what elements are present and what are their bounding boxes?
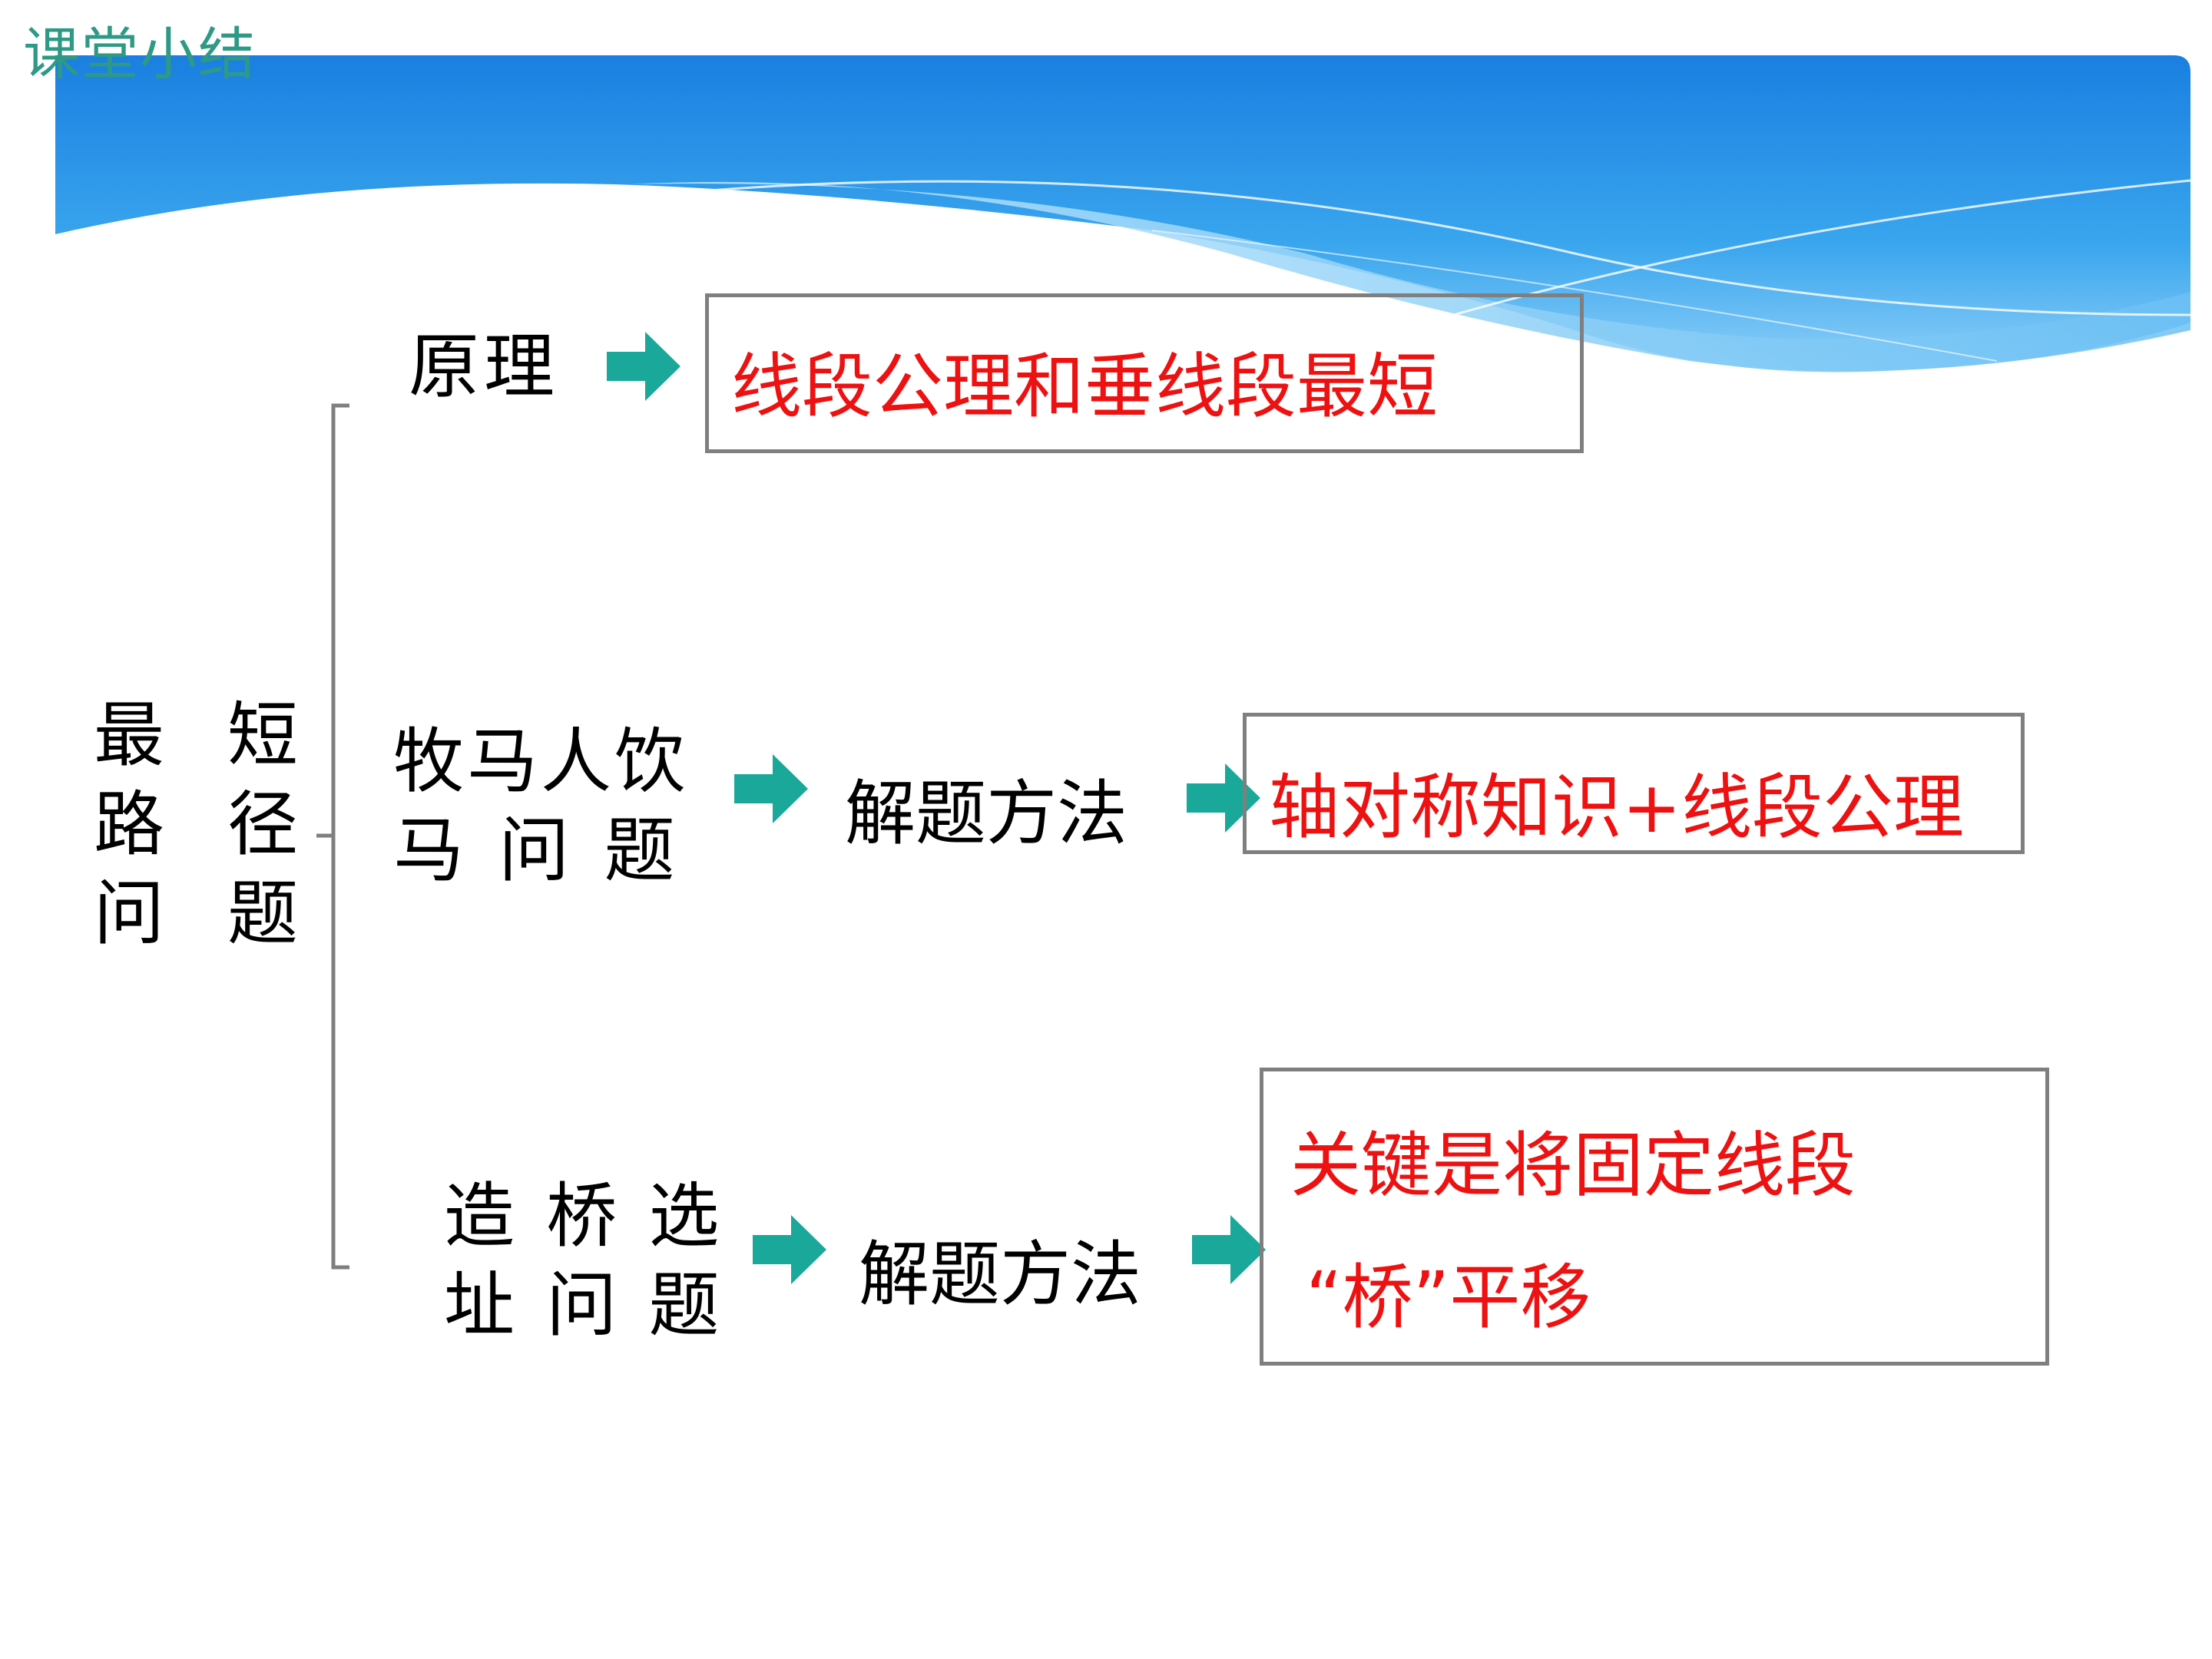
- root-label-col2: 短 径 题: [227, 691, 298, 959]
- root-char: 路: [94, 783, 165, 866]
- slide-title: 课堂小结: [23, 22, 257, 88]
- bridge-result-text-line2: “桥”平移: [1306, 1257, 1591, 1339]
- arrow-right-icon: [753, 1215, 826, 1284]
- root-label-col1: 最 路 问: [94, 691, 164, 959]
- principle-label: 原理: [409, 326, 560, 408]
- principle-result-box: [705, 293, 1584, 453]
- arrow-right-icon: [1187, 763, 1260, 833]
- arrow-right-icon: [734, 754, 808, 823]
- bridge-problem-label-line1: 造 桥 选: [444, 1175, 724, 1257]
- arrow-right-icon: [1192, 1215, 1266, 1284]
- arrow-right-icon: [607, 332, 680, 401]
- header-wave-banner: [55, 55, 2191, 373]
- principle-result-text: 线段公理和垂线段最短: [731, 346, 1439, 428]
- horse-method-label: 解题方法: [845, 773, 1128, 855]
- bridge-result-text-line1: 关键是将固定线段: [1290, 1124, 1856, 1207]
- horse-problem-label-line1: 牧马人饮: [393, 720, 689, 803]
- horse-result-text: 轴对称知识+线段公理: [1269, 767, 1965, 849]
- root-char: 径: [227, 783, 299, 866]
- root-char: 题: [227, 873, 299, 955]
- bridge-result-box: [1260, 1068, 2049, 1366]
- root-char: 短: [227, 694, 299, 777]
- horse-result-box: [1243, 713, 2025, 854]
- root-char: 最: [94, 694, 165, 777]
- horse-problem-label-line2: 马 问 题: [393, 810, 681, 892]
- bridge-method-label: 解题方法: [859, 1233, 1142, 1316]
- root-char: 问: [94, 873, 165, 955]
- bridge-problem-label-line2: 址 问 题: [444, 1264, 724, 1346]
